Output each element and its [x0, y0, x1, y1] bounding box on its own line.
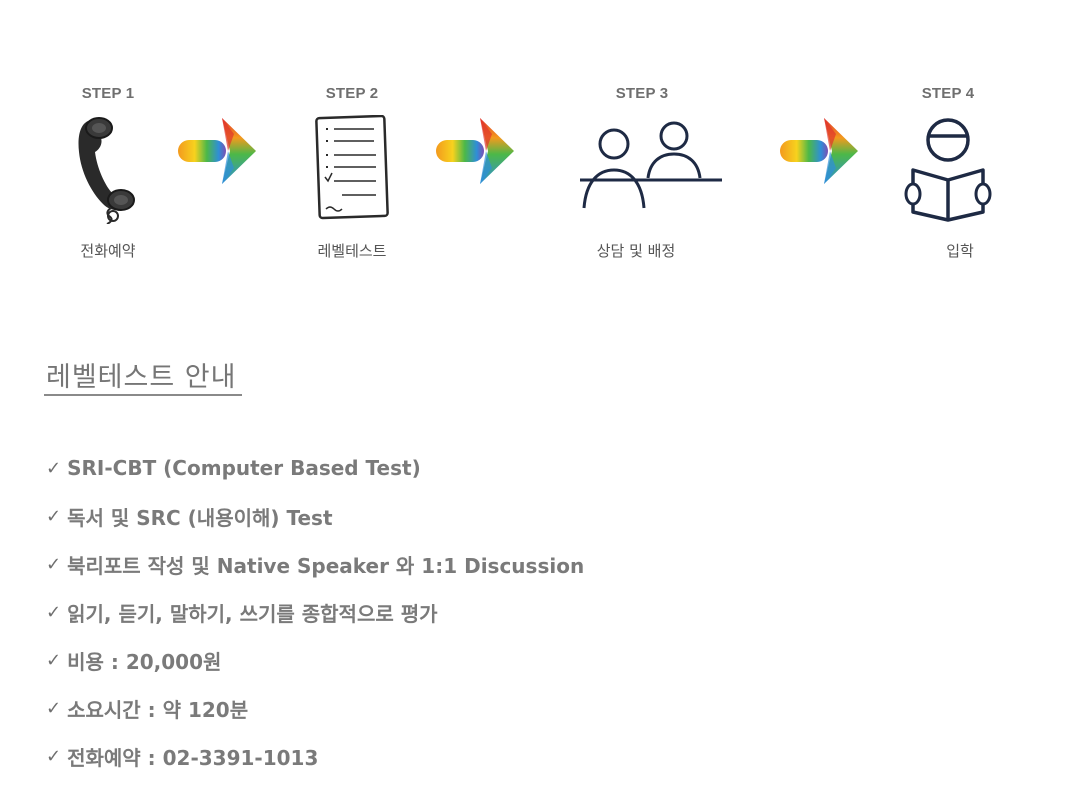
info-item: ✓ SRI-CBT (Computer Based Test) [46, 444, 584, 492]
info-item-text: 읽기, 듣기, 말하기, 쓰기를 종합적으로 평가 [67, 601, 438, 626]
section-title-underline [44, 394, 242, 396]
checklist-document-icon [292, 108, 412, 228]
info-item-text: 비용 : 20,000원 [67, 649, 222, 674]
colorful-arrow-right-icon [178, 118, 256, 184]
step-3: STEP 3 [582, 84, 702, 104]
step-caption: 입학 [946, 242, 974, 260]
step-caption: 전화예약 [80, 242, 136, 260]
info-item: ✓ 읽기, 듣기, 말하기, 쓰기를 종합적으로 평가 [46, 588, 584, 636]
info-item: ✓ 비용 : 20,000원 [46, 636, 584, 684]
checkmark-icon: ✓ [46, 697, 62, 719]
info-item-text: 전화예약 : 02-3391-1013 [67, 745, 319, 770]
step-4: STEP 4 [888, 84, 1008, 228]
checkmark-icon: ✓ [46, 505, 62, 527]
info-item-text: SRI-CBT (Computer Based Test) [67, 456, 421, 480]
colorful-arrow-right-icon [436, 118, 514, 184]
step-1: STEP 1 [48, 84, 168, 228]
info-item: ✓ 독서 및 SRC (내용이해) Test [46, 492, 584, 540]
info-item: ✓ 북리포트 작성 및 Native Speaker 와 1:1 Discuss… [46, 540, 584, 588]
step-title: STEP 3 [615, 85, 669, 102]
step-caption: 상담 및 배정 [596, 242, 676, 260]
info-item: ✓ 소요시간 : 약 120분 [46, 684, 584, 732]
consultation-people-icon [576, 110, 726, 214]
checkmark-icon: ✓ [46, 553, 62, 575]
step-caption: 레벨테스트 [317, 242, 387, 260]
step-2: STEP 2 [292, 84, 412, 228]
checkmark-icon: ✓ [46, 601, 62, 623]
telephone-icon [48, 108, 168, 228]
checkmark-icon: ✓ [46, 457, 62, 479]
checkmark-icon: ✓ [46, 649, 62, 671]
info-item-text: 소요시간 : 약 120분 [67, 697, 249, 722]
info-item-text: 독서 및 SRC (내용이해) Test [67, 505, 333, 530]
step-title: STEP 1 [81, 85, 135, 102]
step-title: STEP 4 [921, 85, 975, 102]
step-title: STEP 2 [325, 85, 379, 102]
colorful-arrow-right-icon [780, 118, 858, 184]
info-item-text: 북리포트 작성 및 Native Speaker 와 1:1 Discussio… [67, 553, 585, 578]
section-title: 레벨테스트 안내 [46, 362, 237, 393]
info-list: ✓ SRI-CBT (Computer Based Test) ✓ 독서 및 S… [46, 444, 584, 780]
info-item: ✓ 전화예약 : 02-3391-1013 [46, 732, 584, 780]
checkmark-icon: ✓ [46, 745, 62, 767]
student-reading-icon [888, 108, 1008, 228]
